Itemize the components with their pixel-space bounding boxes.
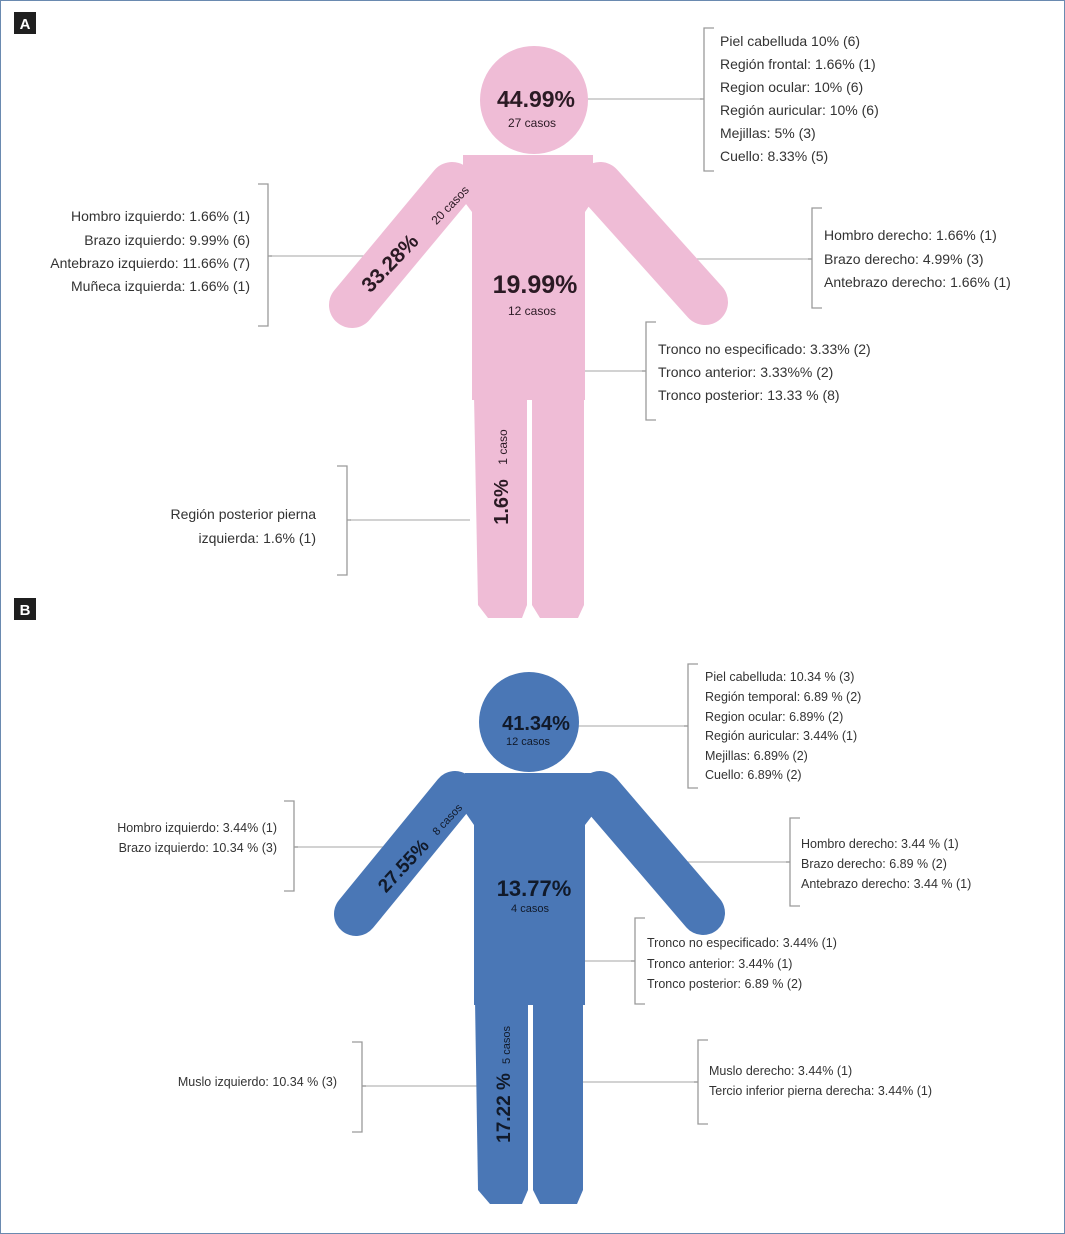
panel-b-left-leg-list: Muslo izquierdo: 10.34 % (3) [178,1075,337,1089]
panel-a-right-leg [532,395,584,618]
panel-a-trunk-brace [642,321,656,421]
list-item: Región auricular: 3.44% (1) [705,729,857,743]
list-item: Tronco no especificado: 3.44% (1) [647,936,837,950]
panel-a-right-arm [577,162,728,325]
panel-a-label-box [14,12,36,34]
list-item: Mejillas: 5% (3) [720,125,816,141]
panel-b-right-arm [578,771,725,935]
panel-a-left-arm-brace [258,183,272,327]
panel-b-right-arm-brace [786,817,800,907]
panel-a-left-arm-list: Hombro izquierdo: 1.66% (1) Brazo izquie… [50,208,250,294]
panel-a-connectors [270,98,812,521]
panel-b-trunk-list: Tronco no especificado: 3.44% (1) Tronco… [647,936,837,991]
list-item: Tercio inferior pierna derecha: 3.44% (1… [709,1084,932,1098]
list-item: Tronco anterior: 3.33%% (2) [658,364,833,380]
list-item: Hombro derecho: 1.66% (1) [824,227,997,243]
list-item: Brazo derecho: 4.99% (3) [824,251,984,267]
list-item: Brazo derecho: 6.89 % (2) [801,857,947,871]
panel-b-body-figure [334,672,725,1204]
panel-b-head-percent: 41.34% [502,713,570,735]
panel-a-body-figure [329,46,728,618]
panel-b-label: B [20,602,31,619]
panel-a-trunk [463,155,593,400]
panel-b-head [479,672,579,772]
panel-a-right-arm-brace [808,207,822,309]
panel-b-left-arm [334,771,477,936]
list-item: Muñeca izquierda: 1.66% (1) [71,278,250,294]
list-item: Tronco anterior: 3.44% (1) [647,957,792,971]
list-item: Piel cabelluda: 10.34 % (3) [705,670,854,684]
panel-b-right-leg-brace [694,1039,708,1125]
panel-a-leg-cases: 1 caso [496,429,510,465]
panel-a-label: A [20,16,31,33]
list-item: Brazo izquierdo: 10.34 % (3) [119,841,277,855]
list-item: Tronco posterior: 6.89 % (2) [647,977,802,991]
panel-b-trunk-percent: 13.77% [497,876,572,901]
panel-a-leg-brace [337,465,351,576]
list-item: Muslo izquierdo: 10.34 % (3) [178,1075,337,1089]
list-item: Hombro izquierdo: 1.66% (1) [71,208,250,224]
list-item: izquierda: 1.6% (1) [198,530,316,546]
list-item: Antebrazo izquierdo: 11.66% (7) [50,255,250,271]
panel-a-head-brace [700,27,714,172]
panel-a-leg-percent: 1.6% [491,479,513,525]
list-item: Región posterior pierna [170,506,316,522]
panel-a-head-list: Piel cabelluda 10% (6) Región frontal: 1… [720,33,879,164]
panel-a: A 44.99% 27 casos 33.28% 20 casos 19.99%… [14,12,1011,618]
panel-a-leg-list: Región posterior pierna izquierda: 1.6% … [170,506,316,546]
list-item: Brazo izquierdo: 9.99% (6) [84,232,250,248]
list-item: Cuello: 8.33% (5) [720,148,828,164]
panel-a-head-percent: 44.99% [497,86,575,112]
list-item: Región temporal: 6.89 % (2) [705,690,861,704]
list-item: Mejillas: 6.89% (2) [705,749,808,763]
list-item: Piel cabelluda 10% (6) [720,33,860,49]
panel-a-head-cases: 27 casos [508,116,556,130]
list-item: Antebrazo derecho: 1.66% (1) [824,274,1011,290]
panel-a-trunk-list: Tronco no especificado: 3.33% (2) Tronco… [658,341,871,403]
panel-b-right-leg [533,1000,583,1204]
panel-a-left-arm [329,162,475,328]
panel-b-left-arm-list: Hombro izquierdo: 3.44% (1) Brazo izquie… [117,821,277,855]
list-item: Hombro izquierdo: 3.44% (1) [117,821,277,835]
panel-b-connectors [295,725,790,1087]
panel-b-head-brace [684,663,698,789]
list-item: Región auricular: 10% (6) [720,102,879,118]
panel-b-leg-cases: 5 casos [501,1026,513,1064]
list-item: Region ocular: 6.89% (2) [705,710,843,724]
list-item: Región frontal: 1.66% (1) [720,56,876,72]
list-item: Region ocular: 10% (6) [720,79,863,95]
panel-a-right-arm-list: Hombro derecho: 1.66% (1) Brazo derecho:… [824,227,1011,290]
panel-b-right-leg-list: Muslo derecho: 3.44% (1) Tercio inferior… [709,1064,932,1098]
panel-b-left-leg-brace [352,1041,366,1133]
panel-a-left-leg [474,395,527,618]
list-item: Hombro derecho: 3.44 % (1) [801,837,959,851]
list-item: Tronco no especificado: 3.33% (2) [658,341,871,357]
panel-a-head [480,46,588,154]
panel-b-left-leg [475,1000,528,1204]
list-item: Cuello: 6.89% (2) [705,768,802,782]
panel-b-head-list: Piel cabelluda: 10.34 % (3) Región tempo… [705,670,861,782]
panel-b-left-arm-brace [284,800,298,892]
panel-b-head-cases: 12 casos [506,736,551,748]
panel-b: B 41.34% 12 casos 27.55% 8 casos 13.77% … [14,598,971,1204]
panel-b-label-box [14,598,36,620]
panel-b-trunk-cases: 4 casos [511,903,549,915]
panel-b-trunk [465,773,595,1005]
panel-b-right-arm-list: Hombro derecho: 3.44 % (1) Brazo derecho… [801,837,971,891]
panel-b-trunk-brace [631,917,645,1005]
panel-a-trunk-cases: 12 casos [508,304,556,318]
list-item: Tronco posterior: 13.33 % (8) [658,387,840,403]
list-item: Muslo derecho: 3.44% (1) [709,1064,852,1078]
panel-b-leg-percent: 17.22 % [494,1073,515,1143]
list-item: Antebrazo derecho: 3.44 % (1) [801,877,971,891]
panel-a-trunk-percent: 19.99% [493,271,578,299]
